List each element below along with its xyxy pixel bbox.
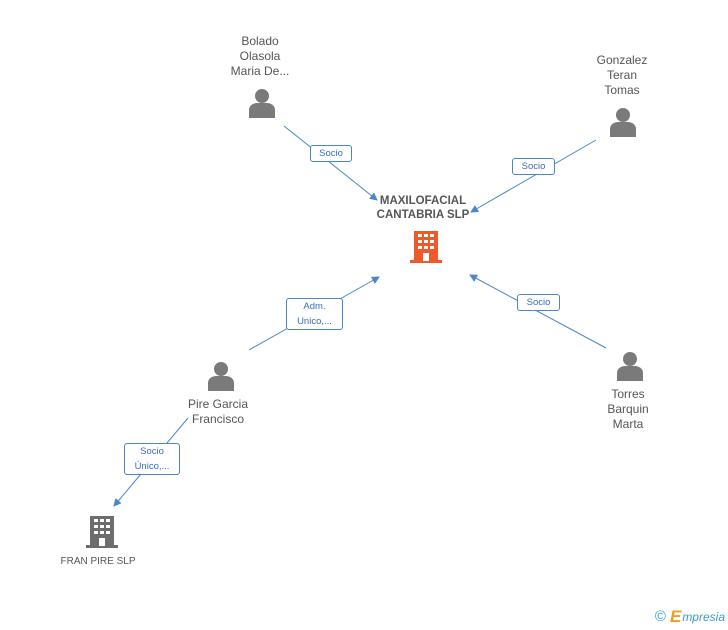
edge-gonzalez-center	[470, 139, 597, 213]
edge-label-pire-center[interactable]: Adm. Unico,...	[286, 298, 343, 330]
footer-brand[interactable]: © E mpresia	[655, 608, 725, 626]
brand-logo-initial: E	[669, 607, 682, 626]
person-name-gonzalez[interactable]: Gonzalez Teran Tomas	[596, 53, 648, 97]
company-name-franpire[interactable]: FRAN PIRE SLP	[60, 556, 136, 567]
building-icon[interactable]	[410, 229, 442, 265]
edge-torres-center	[469, 274, 607, 349]
person-icon[interactable]	[609, 107, 637, 137]
edge-label-pire-franpire[interactable]: Socio Único,...	[124, 443, 180, 475]
brand-logo-text: mpresia	[682, 610, 725, 624]
center-company-name[interactable]: MAXILOFACIAL CANTABRIA SLP	[376, 195, 470, 221]
edge-bolado-center	[283, 125, 378, 201]
person-name-bolado[interactable]: Bolado Olasola Maria De...	[230, 34, 290, 78]
person-name-pire[interactable]: Pire Garcia Francisco	[187, 397, 249, 426]
edge-label-torres[interactable]: Socio	[517, 294, 560, 311]
person-icon[interactable]	[207, 361, 235, 391]
edge-label-gonzalez[interactable]: Socio	[512, 158, 555, 175]
building-icon[interactable]	[86, 514, 118, 550]
person-icon[interactable]	[616, 351, 644, 381]
person-name-torres[interactable]: Torres Barquin Marta	[607, 387, 649, 431]
edge-label-bolado[interactable]: Socio	[310, 145, 352, 162]
copyright-icon: ©	[654, 608, 666, 625]
person-icon[interactable]	[248, 88, 276, 118]
